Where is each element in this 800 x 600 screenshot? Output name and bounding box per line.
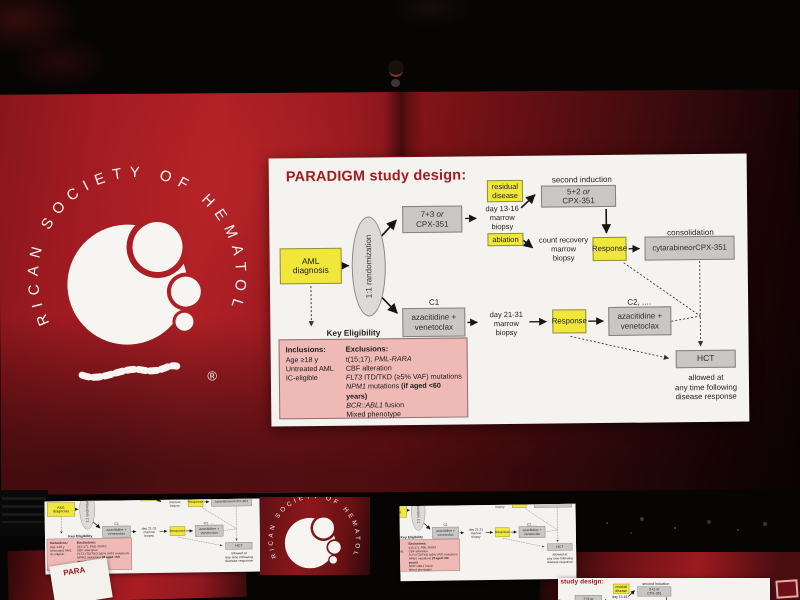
induction-line1: 7+3 or [583,596,594,600]
node-consolidation: cytarabine or CPX-351 [533,503,572,508]
logo-cell-small [175,312,194,331]
exclusions-column: Exclusions: t(15;17), PML-RARA CBF alter… [408,541,458,572]
label-count-recovery-biopsy: count recovery marrow biopsy [538,235,589,263]
node-hct: HCT [547,543,573,551]
eligibility-box: Inclusions: Age ≥18 y Untreated AML IC-e… [399,538,461,572]
node-ablation: ablation [140,498,157,502]
label-hct-note: allowed at any time following disease re… [546,552,573,564]
node-c1-aza-ven: azacitidine + venetoclax [432,526,459,539]
exclusion-item: Mixed phenotype [408,567,432,572]
confidence-monitor-center: PARADIGM study design: [399,503,577,582]
label-count-recovery-biopsy: count recovery marrow biopsy [163,498,186,508]
second-induction-line2: CPX-351 [562,196,595,206]
ash-logo-graphic: AMERICAN SOCIETY OF HEMATOLOGY ® [262,497,358,569]
laptop-keyboard [2,497,46,523]
slide-title: PARADIGM study design: [285,167,467,186]
lower-slide-card-title: PARA [62,565,86,578]
node-consolidation: cytarabine or CPX-351 [644,235,735,261]
node-c1-aza-ven: azacitidine + venetoclax [402,307,466,338]
confidence-monitor-bottom: PARADIGM study design: [558,578,770,600]
laptop-silhouette [0,490,48,536]
node-response-2: Response [495,527,510,538]
label-day-13-16-biopsy: day 13-16 marrow biopsy [485,203,519,232]
exclusions-column: Exclusions: t(15;17), PML-RARA CBF alter… [346,343,465,419]
node-randomization: 1:1 randomization [79,498,96,530]
stage-light-icon [388,60,404,87]
node-c2-aza-ven: azacitidine + venetoclax [518,525,546,538]
node-ablation: ablation [487,232,524,247]
label-key-eligibility: Key Eligibility [326,328,381,338]
ash-logo-copy: AMERICAN SOCIETY OF HEMATOLOGY ® [262,497,365,575]
logo-cell-large [132,222,183,273]
node-induction-7plus3: 7+3 or CPX-351 [402,205,463,234]
induction-line1: 7+3 or [420,209,444,219]
label-second-induction: second induction [642,582,670,587]
exclusion-item: Mixed phenotype [346,409,402,419]
small-red-sign [775,579,799,599]
node-residual-disease: residual disease [486,179,524,203]
node-c2-aza-ven: azacitidine + venetoclax [608,306,672,336]
logo-cell-medium [170,276,201,307]
label-day-21-31-biopsy: day 21-31 marrow biopsy [468,527,483,539]
logo-cell-medium [328,540,341,554]
node-aml-diagnosis: AML diagnosis [399,503,407,518]
logo-cell-small [329,556,337,564]
inclusions-column: Inclusions: Age ≥18 y Untreated AML IC-e… [286,345,344,383]
logo-registered-mark: ® [207,368,218,384]
node-c2-aza-ven: azacitidine + venetoclax [194,524,224,537]
label-count-recovery-biopsy: count recovery marrow biopsy [495,504,506,509]
label-hct-note: allowed at any time following disease re… [225,551,254,563]
node-residual-disease: residual disease [613,583,630,594]
inclusions-title: Inclusions: [285,344,326,355]
label-c1: C1 [428,297,440,307]
node-hct: HCT [675,349,736,369]
inclusions-column: Inclusions: Age ≥18 y Untreated AML IC-e… [399,542,407,557]
randomization-label: 1:1 randomization [363,234,374,299]
presentation-slide: PARADIGM study design: [268,153,750,427]
node-response-2: Response [552,309,587,334]
lower-banner-logo-panel: AMERICAN SOCIETY OF HEMATOLOGY ® [260,497,370,575]
eligibility-box: Inclusions: Age ≥18 y Untreated AML IC-e… [278,337,469,420]
node-randomization: 1:1 randomization [410,503,426,531]
banner-panel-seam [383,92,425,156]
inclusions-list: Age ≥18 y Untreated AML IC-eligible [399,549,404,554]
node-induction-7plus3: 7+3 or CPX-351 [574,595,602,600]
label-second-induction: second induction [551,174,612,185]
randomization-label: 1:1 randomization [416,503,421,524]
node-c1-aza-ven: azacitidine + venetoclax [102,525,131,538]
node-response-1: Response [188,498,203,507]
node-aml-diagnosis: AML diagnosis [47,502,76,517]
logo-cell-large [313,517,335,539]
label-day-21-31-biopsy: day 21-31 marrow biopsy [141,526,157,538]
node-second-induction: 5+2 or CPX-351 [637,586,672,597]
ash-logo: AMERICAN SOCIETY OF HEMATOLOGY ® [5,141,263,398]
induction-line2: CPX-351 [416,219,449,229]
inclusions-list: Age ≥18 y Untreated AML IC-eligible [285,354,334,383]
label-hct-note: allowed at any time following disease re… [674,372,738,402]
second-induction-line1: 5+2 or [566,186,590,196]
slide-title: PARADIGM study design: [558,578,604,586]
monitor-slide-copy: PARADIGM study design: [558,578,731,600]
node-response-1: Response [512,503,527,509]
randomization-label: 1:1 randomization [84,498,90,523]
label-day-21-31-biopsy: day 21-31 marrow biopsy [489,309,523,338]
node-consolidation: cytarabine or CPX-351 [211,498,252,507]
monitor-slide-copy: PARADIGM study design: [399,503,577,575]
label-day-13-16-biopsy: day 13-16 marrow biopsy [612,594,628,600]
second-induction-line2: CPX-351 [646,591,662,596]
stage-lights-dots [596,516,598,518]
node-hct: HCT [225,542,253,550]
second-induction-line1: 5+2 or [649,587,660,592]
inclusions-column: Inclusions: Age ≥18 y Untreated AML IC-e… [50,541,76,556]
node-response-2: Response [170,526,185,536]
inclusions-list: Age ≥18 y Untreated AML IC-eligible [49,544,72,557]
node-second-induction: 5+2 or CPX-351 [540,184,617,208]
ash-logo-graphic: AMERICAN SOCIETY OF HEMATOLOGY ® [5,141,251,384]
node-aml-diagnosis: AML diagnosis [279,247,342,285]
node-response-1: Response [592,236,627,262]
node-randomization: 1:1 randomization [351,216,387,317]
logo-dna-squiggle [78,362,181,381]
exclusion-item: NPM1 mutations (if aged <60 years) [345,381,441,401]
